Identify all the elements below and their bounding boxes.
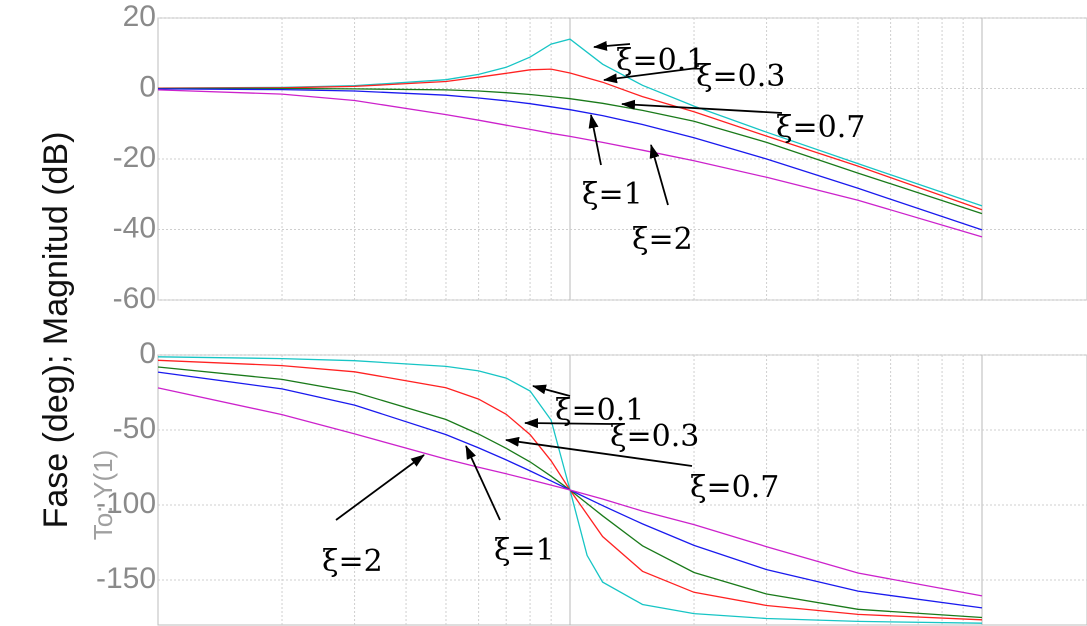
- annotation-arrow: [593, 40, 631, 51]
- magnitude-panel: 20 0 -20 -40 -60: [113, 0, 1087, 315]
- annotation-arrow: [532, 384, 571, 397]
- annotation-arrow: [603, 67, 698, 84]
- y-tick-label: -50: [113, 412, 156, 445]
- series-line-ξ=0.1: [157, 356, 983, 624]
- series-line-ξ=0.3: [157, 359, 983, 621]
- series-line-ξ=0.1: [157, 38, 983, 207]
- series-line-ξ=2: [157, 387, 983, 597]
- series-line-ξ=0.7: [158, 87, 983, 215]
- annotation-arrow: [335, 454, 425, 521]
- y-tick-label: -40: [113, 211, 156, 244]
- series-line-ξ=0.3: [157, 68, 983, 211]
- annotation-label: ξ=1: [494, 533, 555, 568]
- y-axis-label: Fase (deg); Magnitud (dB): [37, 132, 75, 529]
- series-line-ξ=2: [157, 89, 983, 238]
- y-tick-label: -60: [113, 282, 156, 315]
- annotation-label: ξ=0.3: [696, 59, 785, 94]
- annotation-arrow: [621, 99, 783, 114]
- annotation-label: ξ=0.3: [610, 419, 699, 454]
- annotation-arrow: [588, 114, 602, 166]
- annotation-arrow: [524, 418, 613, 429]
- annotation-arrow: [649, 144, 669, 206]
- series-line-ξ=1: [157, 371, 983, 609]
- phase-panel: 0 -50 -100 -150: [96, 337, 1087, 626]
- annotation-label: ξ=1: [582, 177, 643, 212]
- series-line-ξ=1: [157, 88, 983, 231]
- annotation-arrow: [505, 436, 693, 467]
- annotation-label: ξ=0.7: [690, 470, 779, 505]
- y-tick-label: -20: [113, 141, 156, 174]
- annotations: ξ=0.1ξ=0.3ξ=0.7ξ=1ξ=2ξ=0.1ξ=0.3ξ=0.7ξ=1ξ…: [322, 40, 865, 579]
- y-axis-secondary-label: To: Y(1): [88, 450, 118, 541]
- y-tick-label: -100: [96, 487, 156, 520]
- annotation-label: ξ=2: [632, 222, 693, 257]
- y-tick-label: -150: [96, 562, 156, 595]
- y-tick-label: 20: [123, 0, 156, 33]
- series-line-ξ=0.7: [157, 366, 983, 619]
- annotation-label: ξ=0.7: [776, 110, 865, 145]
- annotation-arrow: [465, 445, 501, 521]
- annotation-label: ξ=2: [322, 544, 383, 579]
- y-tick-label: 0: [139, 337, 156, 370]
- annotation-label: ξ=0.1: [555, 393, 644, 428]
- y-tick-label: 0: [139, 70, 156, 103]
